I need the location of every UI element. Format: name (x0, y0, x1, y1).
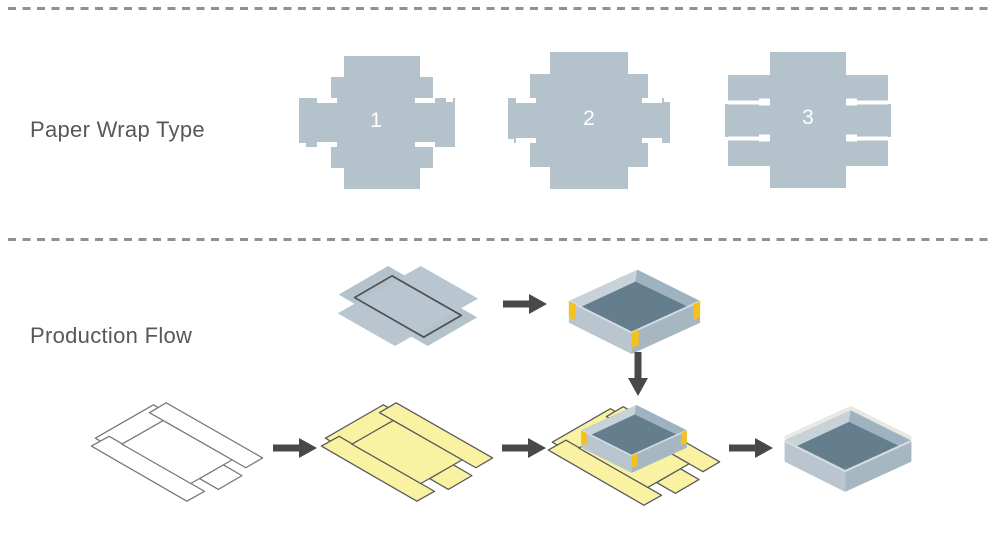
open-tray-taped-corners-icon (568, 269, 701, 355)
divider-middle (8, 238, 990, 241)
production-flow-label: Production Flow (30, 323, 193, 348)
die-cut-blank-outline-icon (90, 402, 264, 502)
right-arrow-icon (502, 438, 546, 458)
right-arrow-icon (729, 438, 773, 458)
wrap-template-2: 2 (508, 52, 670, 189)
wrap-paper-blank-icon (320, 402, 494, 502)
paper-wrap-type-label: Paper Wrap Type (30, 117, 205, 142)
down-arrow-icon (628, 352, 648, 396)
wrap-type-number-1: 1 (370, 108, 382, 132)
wrap-type-number-3: 3 (802, 106, 814, 129)
right-arrow-icon (273, 438, 317, 458)
tray-on-wrap-paper-icon (547, 405, 721, 506)
right-arrow-icon (503, 294, 547, 314)
wrap-template-1: 1 (297, 56, 455, 189)
divider-top (8, 7, 990, 10)
wrap-template-1-shape (299, 56, 455, 189)
finished-wrapped-tray-icon (784, 405, 912, 492)
wrap-template-2-shape (508, 52, 670, 189)
wrap-type-number-2: 2 (583, 106, 595, 130)
wrap-template-3: 3 (725, 52, 891, 188)
wrap-template-3-shape (725, 52, 891, 188)
flat-wrap-sheet-icon (337, 265, 479, 346)
